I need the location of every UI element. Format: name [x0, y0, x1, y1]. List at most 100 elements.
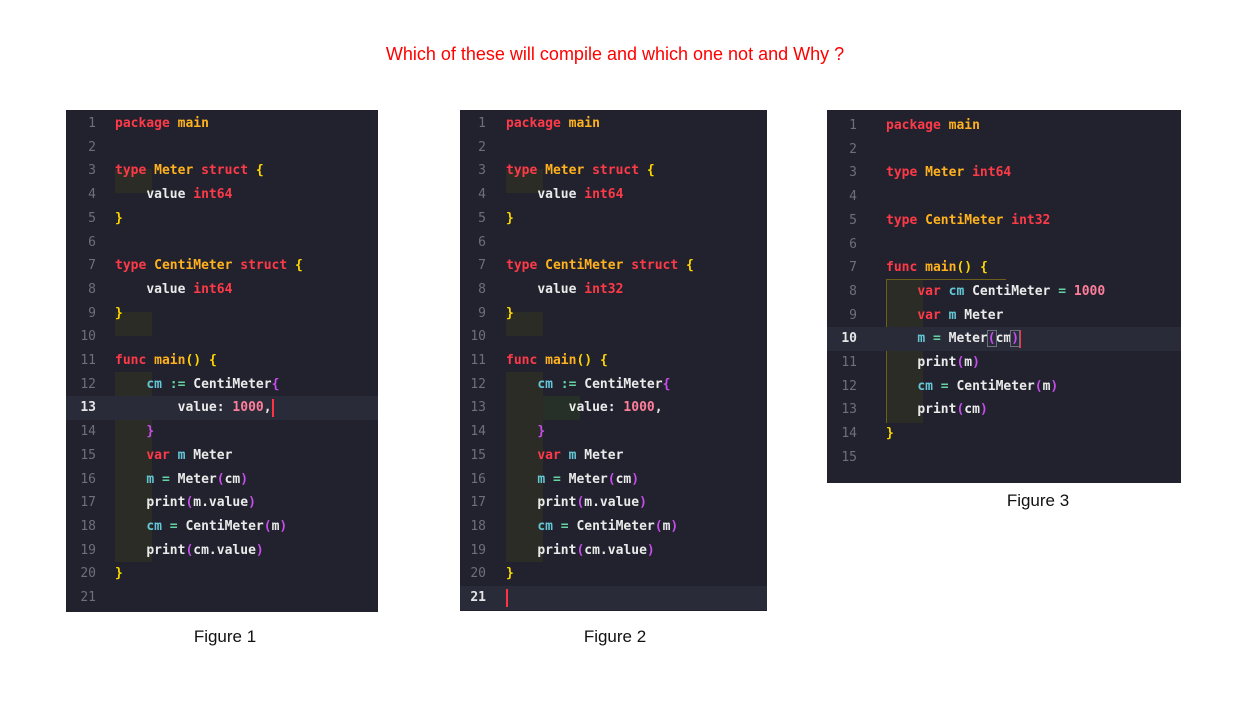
line-number: 4: [849, 189, 857, 205]
line-number: 11: [470, 353, 486, 368]
figure-caption: Figure 1: [193, 627, 257, 646]
code-line: 14 }: [460, 420, 767, 444]
line-number: 9: [88, 305, 96, 321]
line-number: 6: [478, 234, 486, 250]
code-line: 12 cm := CentiMeter{: [66, 373, 378, 397]
code-line: 4 value int64: [66, 183, 378, 207]
code-line: 17 print(m.value): [66, 491, 378, 515]
line-number: 2: [88, 139, 96, 155]
line-number: 8: [849, 283, 857, 299]
line-number: 11: [841, 355, 857, 370]
line-number: 7: [849, 260, 857, 276]
line-number: 18: [470, 518, 486, 534]
code-line: 6: [460, 231, 767, 255]
code-line: 14 }: [66, 420, 378, 444]
code-line: 8 value int64: [66, 278, 378, 302]
line-number: 8: [478, 281, 486, 297]
code-line: 11 print(m): [827, 351, 1181, 375]
line-number: 16: [80, 471, 96, 487]
indent-guide: [506, 312, 543, 336]
bracket-match-highlight: (: [986, 330, 997, 348]
code-line: 20}: [460, 562, 767, 586]
code-line: 19 print(cm.value): [66, 539, 378, 563]
line-number: 1: [88, 116, 96, 131]
code-line: 2: [827, 138, 1181, 162]
line-number: 13: [470, 400, 486, 416]
text-cursor: [271, 398, 274, 417]
code-line-current: 13 value: 1000,: [66, 396, 378, 421]
code-line: 2: [66, 136, 378, 160]
line-number: 16: [470, 471, 486, 487]
code-line: 18 cm = CentiMeter(m): [460, 515, 767, 539]
code-line: 16 m = Meter(cm): [460, 468, 767, 492]
line-number: 8: [88, 281, 96, 297]
code-line: 14}: [827, 422, 1181, 446]
code-line: 12 cm := CentiMeter{: [460, 373, 767, 397]
code-line: 17 print(m.value): [460, 491, 767, 515]
code-line: 9}: [66, 302, 378, 326]
code-line: 6: [66, 231, 378, 255]
line-number: 20: [80, 566, 96, 582]
line-number: 2: [849, 141, 857, 157]
code-line: 13 value: 1000,: [460, 396, 767, 420]
code-line: 4: [827, 185, 1181, 209]
line-number: 12: [470, 376, 486, 392]
code-line: 16 m = Meter(cm): [66, 468, 378, 492]
line-number: 19: [80, 542, 96, 558]
code-line: 9 var m Meter: [827, 304, 1181, 328]
question-heading: Which of these will compile and which on…: [385, 44, 845, 64]
code-line: 10: [66, 325, 378, 349]
code-line: 4 value int64: [460, 183, 767, 207]
line-number: 1: [478, 116, 486, 131]
code-line: 18 cm = CentiMeter(m): [66, 515, 378, 539]
bracket-match-highlight: ): [1010, 330, 1021, 348]
indent-guide: [115, 169, 152, 193]
line-number: 5: [849, 212, 857, 228]
line-number: 11: [80, 353, 96, 368]
line-number: 10: [80, 329, 96, 345]
line-number: 17: [80, 495, 96, 511]
indent-guide: [543, 396, 580, 420]
line-number: 18: [80, 518, 96, 534]
indent-guide: [115, 312, 152, 336]
code-line: 8 value int32: [460, 278, 767, 302]
line-number: 7: [478, 258, 486, 274]
indent-guide-border: [886, 279, 1006, 280]
code-line: 12 cm = CentiMeter(m): [827, 375, 1181, 399]
text-cursor: [1019, 329, 1022, 348]
line-number: 12: [80, 376, 96, 392]
line-number: 15: [841, 449, 857, 465]
code-line: 15 var m Meter: [66, 444, 378, 468]
line-number: 3: [88, 163, 96, 179]
code-line: 5}: [66, 207, 378, 231]
line-number: 17: [470, 495, 486, 511]
line-number: 9: [478, 305, 486, 321]
figure-caption: Figure 2: [583, 627, 647, 646]
line-number: 14: [470, 424, 486, 440]
code-line-current: 21: [460, 586, 767, 610]
line-number: 6: [88, 234, 96, 250]
line-number: 1: [849, 118, 857, 133]
code-line: 19 print(cm.value): [460, 539, 767, 563]
code-line: 10: [460, 325, 767, 349]
line-number: 3: [478, 163, 486, 179]
code-line: 6: [827, 233, 1181, 257]
code-line: 2: [460, 136, 767, 160]
line-number: 15: [470, 447, 486, 463]
line-number: 5: [88, 210, 96, 226]
line-number: 15: [80, 447, 96, 463]
indent-guide-active: [886, 279, 923, 423]
line-number: 13: [841, 402, 857, 418]
